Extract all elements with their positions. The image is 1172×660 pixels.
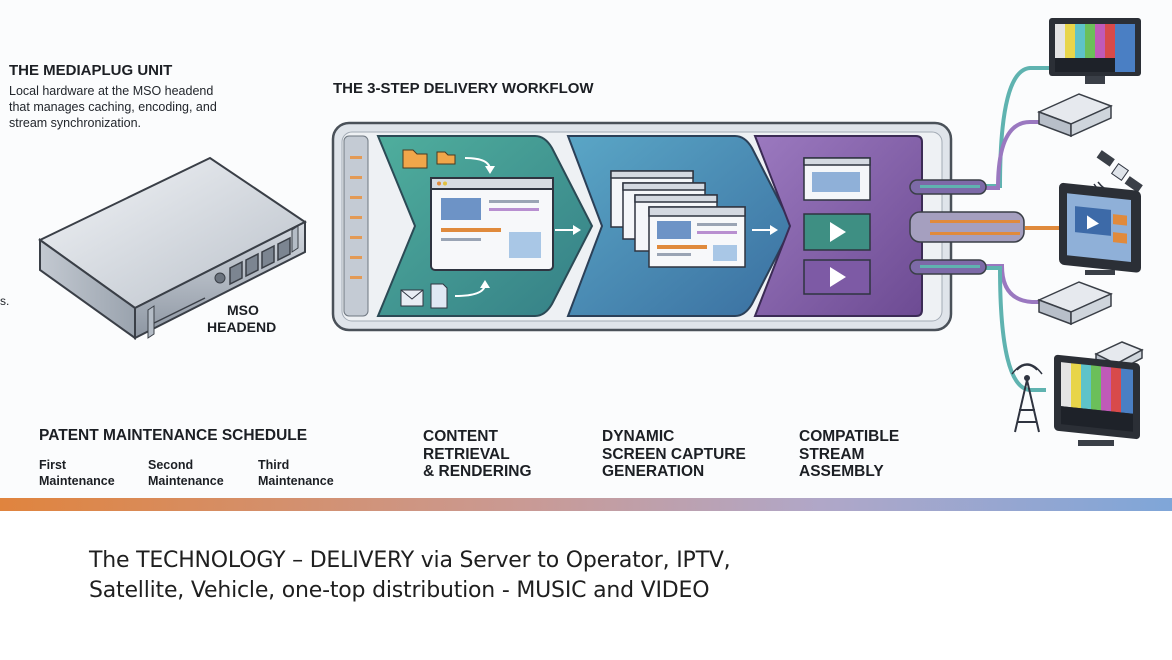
mso-headend-label: MSO HEADEND	[207, 302, 276, 336]
mso-headend-server-icon	[38, 156, 307, 340]
step-label-screen-capture: DYNAMIC SCREEN CAPTURE GENERATION	[602, 428, 746, 481]
set-top-box-icon	[1037, 93, 1113, 138]
workflow-title: THE 3-STEP DELIVERY WORKFLOW	[333, 80, 594, 97]
mediaplug-description-line: that manages caching, encoding, and	[9, 100, 217, 114]
patent-item-line: First	[39, 458, 67, 472]
content-retrieval-icon	[400, 149, 554, 309]
step-label-line: CONTENT	[423, 428, 498, 445]
patent-item-line: Maintenance	[39, 474, 115, 488]
patent-item-first: First Maintenance	[39, 457, 115, 489]
stream-assembly-icon	[803, 157, 871, 295]
mediaplug-description: Local hardware at the MSO headend that m…	[9, 83, 217, 131]
arrow-icon	[555, 225, 581, 235]
patent-item-line: Maintenance	[148, 474, 224, 488]
patent-item-third: Third Maintenance	[258, 457, 334, 489]
screen-capture-icon	[610, 170, 746, 268]
antenna-tower-icon	[1011, 363, 1043, 433]
patent-item-line: Second	[148, 458, 194, 472]
arrow-icon	[752, 225, 778, 235]
tv-icon	[1049, 18, 1141, 84]
accent-gradient-bar	[0, 498, 1172, 511]
step-label-line: RETRIEVAL	[423, 445, 510, 463]
slide-caption: The TECHNOLOGY – DELIVERY via Server to …	[89, 546, 731, 606]
tv-icon	[1054, 354, 1140, 446]
step-label-line: ASSEMBLY	[799, 463, 884, 480]
patent-item-line: Third	[258, 458, 290, 472]
cut-off-text: s.	[0, 294, 10, 308]
step-label-line: SCREEN CAPTURE	[602, 445, 746, 463]
step-label-content-retrieval: CONTENT RETRIEVAL & RENDERING	[423, 428, 532, 481]
patent-title: PATENT MAINTENANCE SCHEDULE	[39, 427, 308, 444]
infographic: THE MEDIAPLUG UNIT Local hardware at the…	[0, 18, 1144, 489]
step-label-line: & RENDERING	[423, 463, 532, 480]
patent-item-second: Second Maintenance	[148, 457, 224, 489]
mso-label-line: HEADEND	[207, 319, 277, 335]
step-label-line: COMPATIBLE	[799, 428, 900, 445]
mediaplug-description-line: stream synchronization.	[9, 116, 142, 130]
step-label-line: DYNAMIC	[602, 428, 675, 445]
caption-line: The TECHNOLOGY – DELIVERY via Server to …	[89, 548, 731, 573]
smart-tv-icon	[1059, 182, 1141, 275]
distribution-cables	[909, 66, 1070, 392]
set-top-box-icon	[1037, 281, 1113, 326]
patent-item-line: Maintenance	[258, 474, 334, 488]
step-label-line: STREAM	[799, 445, 865, 463]
caption-line: Satellite, Vehicle, one-top distribution…	[89, 578, 710, 603]
mediaplug-title: THE MEDIAPLUG UNIT	[9, 62, 173, 79]
step-label-line: GENERATION	[602, 463, 705, 480]
step-label-stream-assembly: COMPATIBLE STREAM ASSEMBLY	[799, 428, 899, 481]
mso-label-line: MSO	[227, 302, 259, 318]
mediaplug-description-line: Local hardware at the MSO headend	[9, 84, 214, 98]
